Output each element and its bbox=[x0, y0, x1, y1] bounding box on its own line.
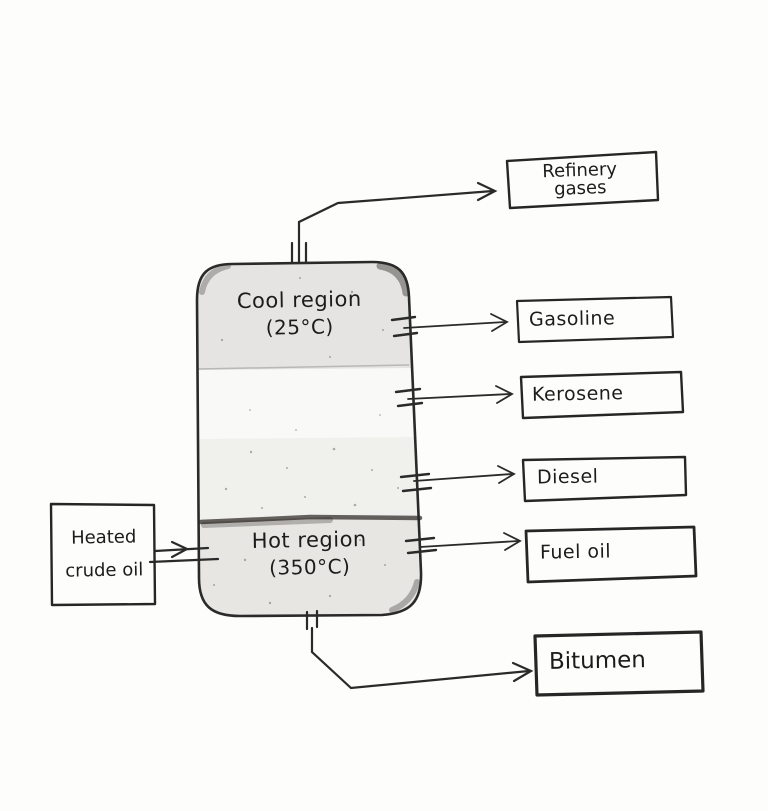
diesel-label: Diesel bbox=[536, 465, 599, 489]
arrowhead-crude-inlet bbox=[170, 540, 190, 559]
fractionating-column bbox=[195, 260, 423, 618]
gasoline-box bbox=[515, 295, 675, 344]
fuel-oil-label: Fuel oil bbox=[539, 540, 612, 564]
arrowhead-refinery-gases bbox=[476, 181, 498, 202]
column-shading bbox=[197, 262, 423, 616]
refinery-gases-label: Refinery gases bbox=[541, 158, 618, 200]
hot-region-temp: (350°C) bbox=[268, 554, 351, 580]
gasoline-outlet bbox=[390, 313, 509, 338]
fuel-oil-box bbox=[524, 525, 698, 584]
bitumen-label: Bitumen bbox=[548, 647, 647, 675]
arrowhead-bitumen bbox=[511, 661, 534, 683]
refinery-gases-box bbox=[505, 150, 660, 210]
fuel-oil-outlet bbox=[404, 532, 522, 555]
kerosene-box bbox=[519, 370, 685, 420]
hot-region-label: Hot region (350°C) bbox=[222, 526, 398, 580]
diesel-outlet bbox=[399, 465, 516, 493]
crude-oil-inlet bbox=[148, 540, 220, 564]
cool-region-temp: (25°C) bbox=[265, 314, 334, 340]
kerosene-outlet bbox=[394, 385, 514, 408]
arrowhead-fuel-oil bbox=[503, 532, 522, 551]
arrowhead-kerosene bbox=[495, 385, 514, 404]
arrowhead-gasoline bbox=[490, 313, 509, 332]
bitumen-pipe bbox=[305, 609, 534, 690]
diesel-box bbox=[521, 455, 688, 503]
refinery-gases-pipe bbox=[290, 181, 498, 265]
gasoline-label: Gasoline bbox=[528, 307, 616, 331]
arrowhead-diesel bbox=[497, 465, 516, 484]
heated-crude-oil-box bbox=[49, 502, 157, 607]
cool-region-label: Cool region (25°C) bbox=[212, 286, 388, 340]
bitumen-box bbox=[533, 630, 705, 697]
kerosene-label: Kerosene bbox=[531, 382, 624, 406]
heated-crude-oil-label: Heated crude oil bbox=[65, 526, 144, 582]
